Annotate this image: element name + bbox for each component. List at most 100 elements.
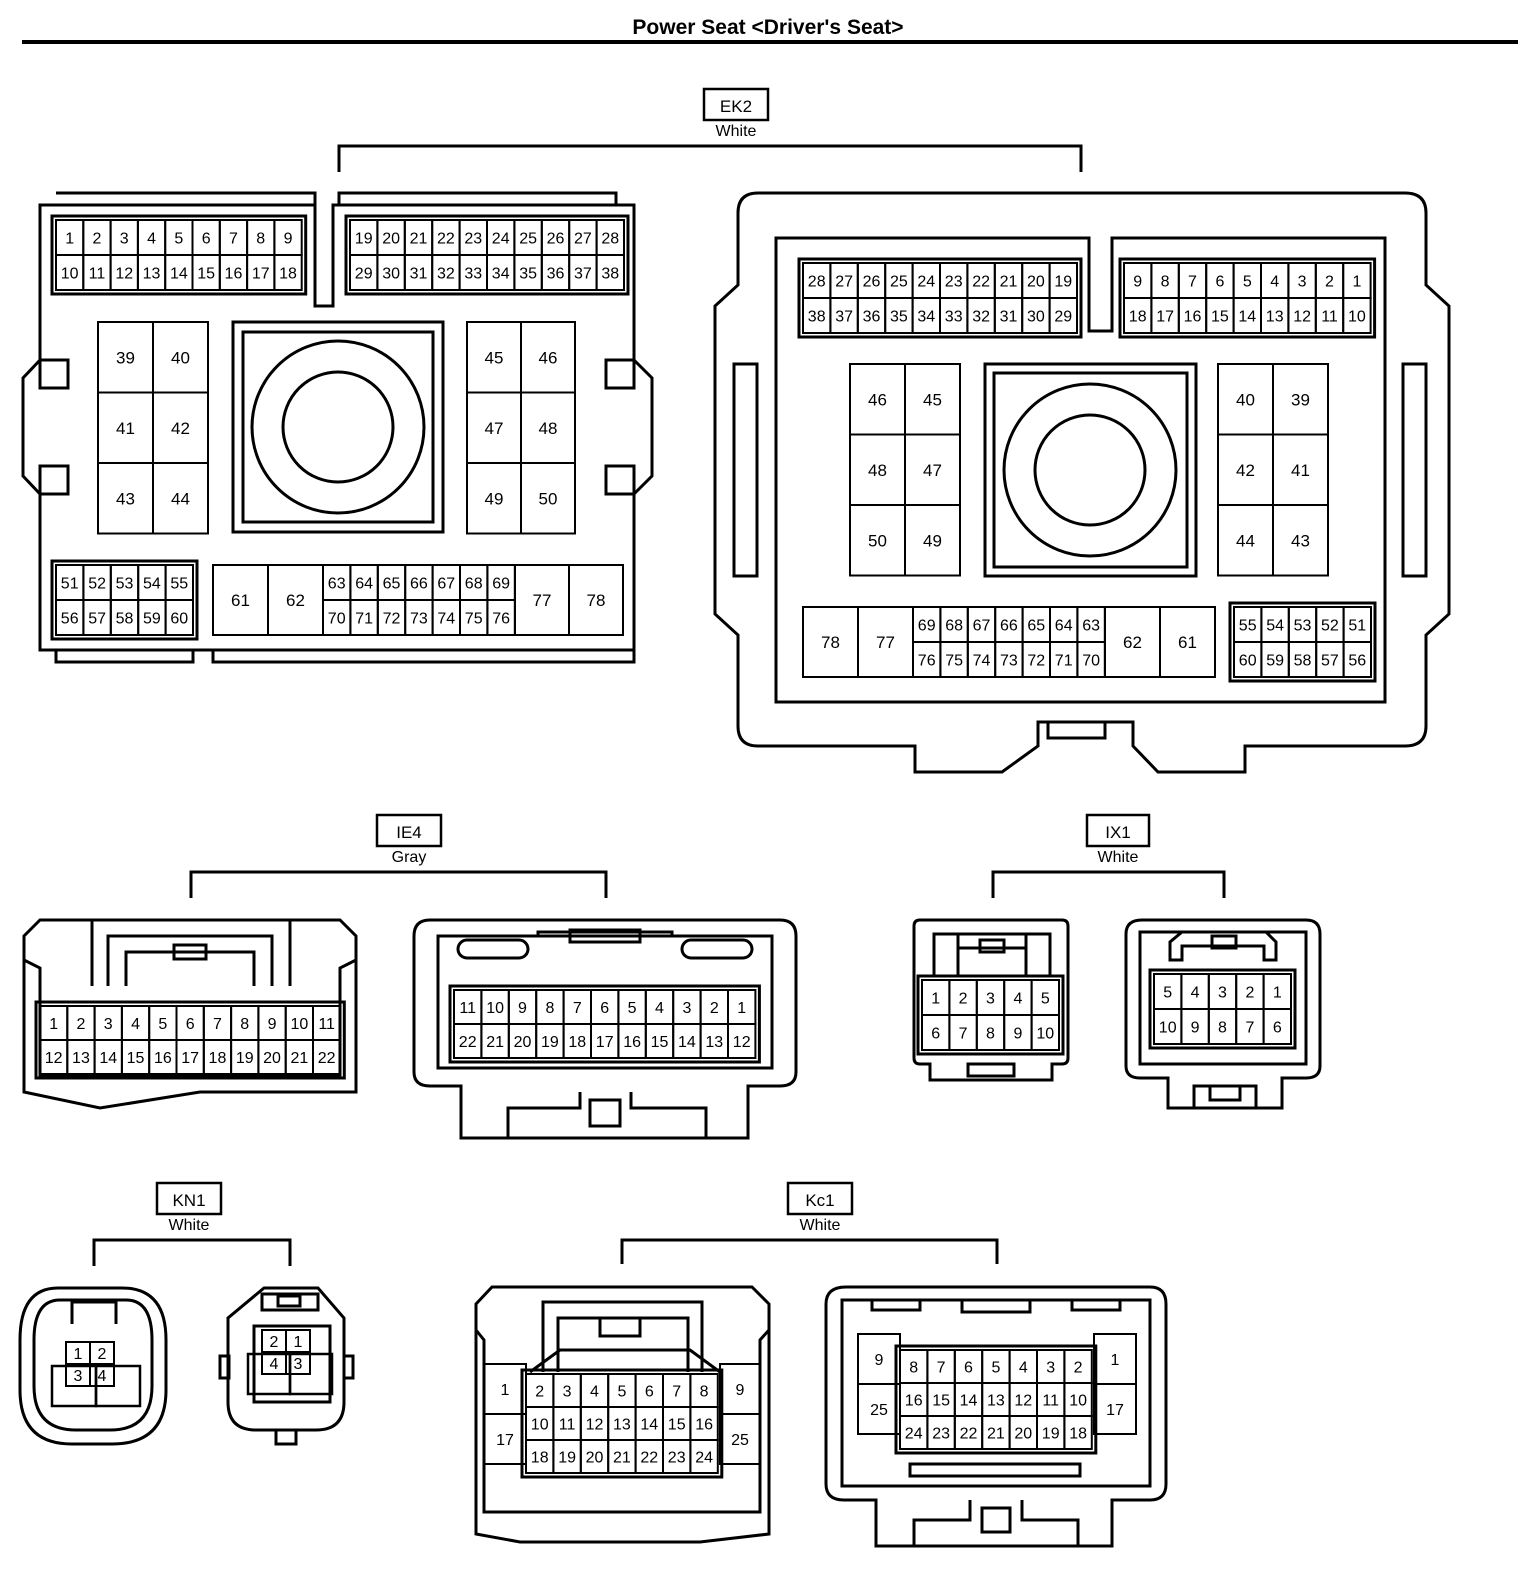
- pin-number: 34: [917, 308, 935, 325]
- pin-number: 27: [574, 230, 592, 247]
- pin-number: 52: [1321, 617, 1339, 634]
- pin-number: 59: [1266, 652, 1284, 669]
- pin-number: 10: [1069, 1392, 1087, 1409]
- pin-number: 74: [973, 652, 991, 669]
- pin-number: 4: [1191, 984, 1200, 1001]
- housing-foot: [274, 1430, 298, 1446]
- pin-number: 56: [61, 610, 79, 627]
- pin-number: 47: [923, 461, 942, 480]
- pin-number: 1: [49, 1016, 58, 1033]
- pin-cell: [152, 462, 209, 535]
- center-boss-hole: [281, 370, 395, 484]
- pin-number: 22: [640, 1449, 658, 1466]
- pin-number: 64: [1055, 617, 1073, 634]
- pin-number: 17: [596, 1034, 614, 1051]
- inner-cavity: [23, 958, 357, 1078]
- pin-cell: [727, 1023, 757, 1059]
- pin-number: 41: [1291, 461, 1310, 480]
- pin-number: 23: [932, 1425, 950, 1442]
- pin-number: 2: [92, 230, 101, 247]
- pin-number: 2: [270, 1334, 279, 1351]
- pin-number: 69: [918, 617, 936, 634]
- pin-number: 60: [1239, 652, 1257, 669]
- pin-number: 35: [519, 265, 537, 282]
- pin-number: 4: [98, 1368, 107, 1385]
- lock-tab: [568, 928, 642, 944]
- center-boss-frame: [983, 362, 1198, 578]
- pin-number: 42: [1236, 461, 1255, 480]
- connector-housing-male: [824, 1285, 1168, 1548]
- pin-block-frame: [1228, 601, 1377, 683]
- pin-cell: [1159, 606, 1216, 678]
- pin-number: 12: [586, 1416, 604, 1433]
- pin-number: 71: [355, 610, 373, 627]
- pin-number: 54: [1266, 617, 1284, 634]
- pin-number: 22: [960, 1425, 978, 1442]
- pin-number: 9: [1191, 1019, 1200, 1036]
- pin-number: 27: [835, 273, 853, 290]
- pin-number: 8: [256, 230, 265, 247]
- pin-number: 7: [937, 1359, 946, 1376]
- pin-number: 62: [1123, 633, 1142, 652]
- lock-tab: [276, 1294, 302, 1308]
- pin-number: 75: [945, 652, 963, 669]
- lock-arch: [106, 934, 274, 986]
- pin-number: 65: [1027, 617, 1045, 634]
- pin-number: 6: [202, 230, 211, 247]
- connector-code: Kc1: [805, 1191, 834, 1210]
- pin-number: 36: [863, 308, 881, 325]
- pin-number: 19: [1042, 1425, 1060, 1442]
- pin-number: 10: [290, 1016, 308, 1033]
- pin-number: 68: [945, 617, 963, 634]
- pin-number: 59: [143, 610, 161, 627]
- pin-number: 24: [695, 1449, 713, 1466]
- pin-cell: [568, 564, 624, 636]
- housing-foot: [211, 648, 636, 664]
- pin-number: 16: [154, 1050, 172, 1067]
- pin-number: 44: [1236, 531, 1255, 550]
- pin-number: 78: [821, 633, 840, 652]
- pin-number: 56: [1348, 652, 1366, 669]
- pin-number: 58: [116, 610, 134, 627]
- housing-rib: [90, 920, 292, 986]
- pin-number: 48: [539, 419, 558, 438]
- connector-housing-female: [18, 1286, 168, 1446]
- title-rule: [22, 40, 1518, 44]
- pin-cell: [273, 254, 303, 291]
- pin-number: 21: [987, 1425, 1005, 1442]
- key-slot: [870, 1298, 922, 1312]
- connector-color: Gray: [392, 849, 427, 866]
- pin-number: 23: [945, 273, 963, 290]
- pin-number: 11: [559, 1416, 576, 1433]
- connector-housing-male: [412, 918, 798, 1140]
- pin-number: 29: [355, 265, 373, 282]
- housing-foot: [1192, 1084, 1258, 1108]
- pin-number: 20: [1027, 273, 1045, 290]
- pin-number: 2: [535, 1383, 544, 1400]
- pin-number: 18: [531, 1449, 549, 1466]
- pin-number: 8: [240, 1016, 249, 1033]
- pin-number: 12: [45, 1050, 63, 1067]
- pin-number: 6: [931, 1025, 940, 1042]
- pin-number: 19: [558, 1449, 576, 1466]
- pin-number: 70: [1082, 652, 1100, 669]
- pin-number: 10: [531, 1416, 549, 1433]
- pin-number: 50: [868, 531, 887, 550]
- pin-number: 12: [733, 1034, 751, 1051]
- pin-number: 3: [294, 1356, 303, 1373]
- pin-number: 13: [987, 1392, 1005, 1409]
- pin-number: 49: [923, 531, 942, 550]
- pin-number: 26: [547, 230, 565, 247]
- pin-number: 1: [1273, 984, 1282, 1001]
- housing-foot: [912, 1500, 1080, 1546]
- pin-number: 55: [170, 575, 188, 592]
- pin-number: 38: [808, 308, 826, 325]
- pin-number: 7: [213, 1016, 222, 1033]
- inner-cavity: [474, 1328, 771, 1514]
- pin-cell: [595, 254, 625, 291]
- pin-block-frame: [344, 214, 630, 296]
- pin-number: 40: [1236, 390, 1255, 409]
- pin-cell: [312, 1039, 342, 1075]
